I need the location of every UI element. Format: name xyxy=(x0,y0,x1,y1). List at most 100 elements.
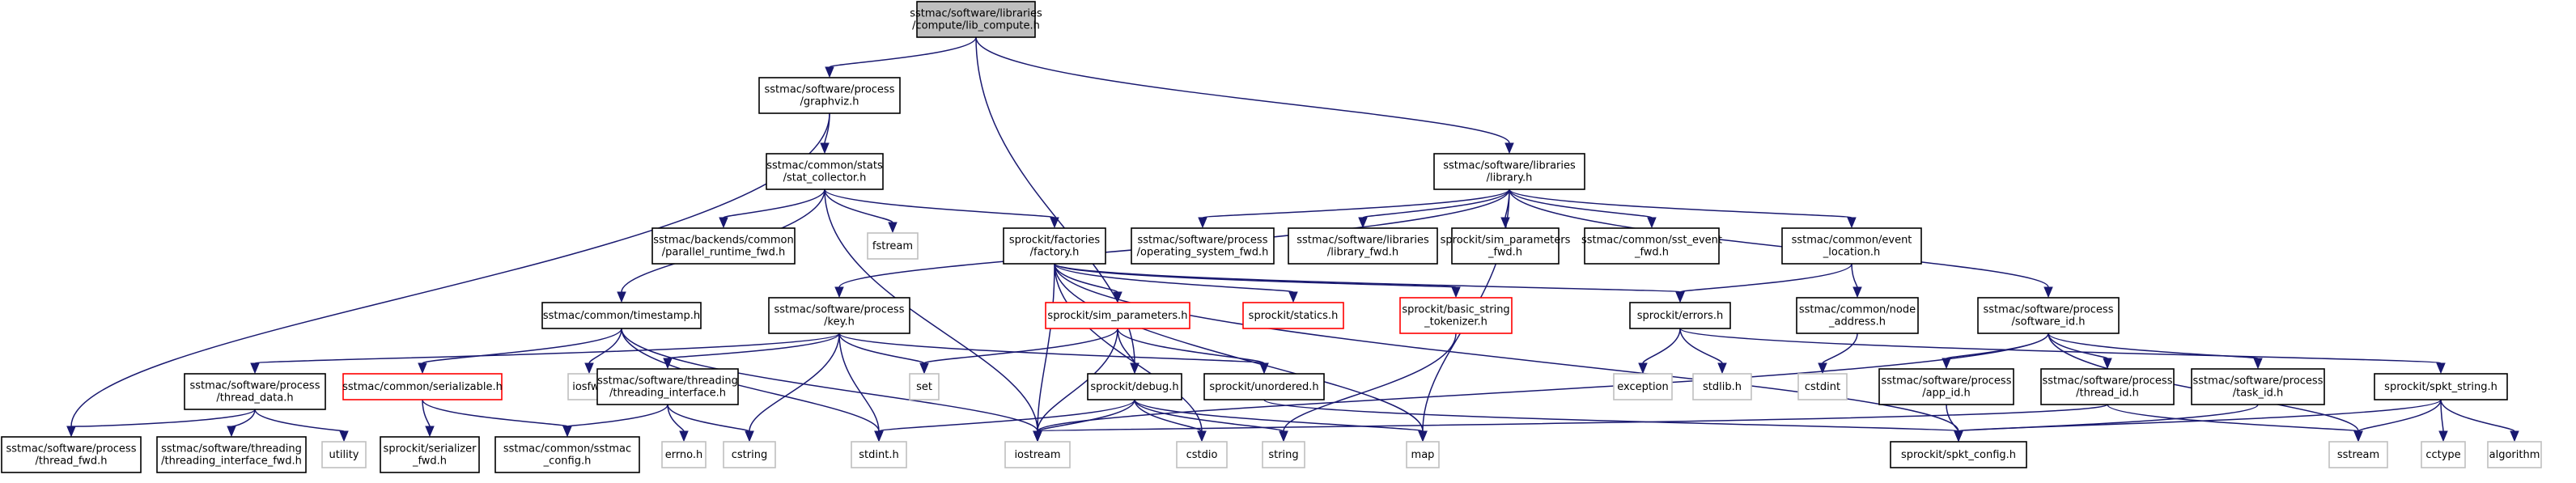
edge-n8-n22 xyxy=(418,328,622,375)
node-errno-h[interactable]: errno.h xyxy=(661,441,707,468)
edge-n34-n47 xyxy=(2353,399,2442,443)
node-box xyxy=(1584,227,1720,265)
node-sstmac-common-serializable-h[interactable]: sstmac/common/serializable.h xyxy=(342,373,503,400)
node-sstmac-common-stats-stat-collector-h[interactable]: sstmac/common/stats/stat_collector.h xyxy=(766,153,884,190)
node-sstmac-software-process-thread-data-h[interactable]: sstmac/software/process/thread_data.h xyxy=(184,373,326,410)
node-box xyxy=(2487,441,2542,468)
node-sstmac-software-process-app-id-h[interactable]: sstmac/software/process/app_id.h xyxy=(1878,368,2014,405)
edge-n26-n45 xyxy=(1134,399,1428,443)
node-box xyxy=(768,297,910,334)
edge-n32-n42 xyxy=(1033,404,2108,443)
node-label-line: errno.h xyxy=(665,449,703,461)
node-box xyxy=(723,441,776,468)
edge-n3-n20 xyxy=(1509,189,2053,299)
node-label-line: _config.h xyxy=(543,455,592,468)
node-sstmac-common-event-location-h[interactable]: sstmac/common/event_location.h xyxy=(1781,227,1922,265)
edges-layer xyxy=(66,36,2519,443)
node-label-line: /compute/lib_compute.h xyxy=(912,20,1040,32)
edge-n24-n39 xyxy=(667,404,689,443)
node-cctype[interactable]: cctype xyxy=(2421,441,2466,468)
edge-n21-n35 xyxy=(227,409,256,438)
node-sstmac-common-sstmac-config-h[interactable]: sstmac/common/sstmac_config.h xyxy=(494,436,640,473)
node-label-line: _fwd.h xyxy=(412,455,447,468)
node-box xyxy=(1003,227,1106,265)
node-sstmac-software-threading-threading-interface-fwd-h[interactable]: sstmac/software/threading/threading_inte… xyxy=(156,436,307,473)
node-sprockit-unordered-h[interactable]: sprockit/unordered.h xyxy=(1203,373,1325,400)
node-box xyxy=(758,77,901,114)
node-label-line: set xyxy=(916,381,932,393)
node-label-line: map xyxy=(1411,449,1435,461)
node-cstdint[interactable]: cstdint xyxy=(1797,373,1848,400)
node-sprockit-basic-string-tokenizer-h[interactable]: sprockit/basic_string_tokenizer.h xyxy=(1399,297,1513,334)
node-sstmac-common-sst-event-fwd-h[interactable]: sstmac/common/sst_event_fwd.h xyxy=(1581,227,1722,265)
edge-n22-n38 xyxy=(422,399,572,438)
node-sprockit-errors-h[interactable]: sprockit/errors.h xyxy=(1629,302,1731,329)
node-sstmac-software-process-software-id-h[interactable]: sstmac/software/process/software_id.h xyxy=(1977,297,2120,334)
node-box xyxy=(916,1,1036,38)
edge-n26-n43 xyxy=(1134,399,1207,443)
node-label-line: sstmac/software/process xyxy=(765,84,895,96)
node-sstmac-software-process-task-id-h[interactable]: sstmac/software/process/task_id.h xyxy=(2191,368,2325,405)
node-sstmac-software-libraries-library-h[interactable]: sstmac/software/libraries/library.h xyxy=(1433,153,1585,190)
node-set[interactable]: set xyxy=(909,373,940,400)
node-label-line: sstmac/software/process xyxy=(6,443,137,455)
edge-n0-n3 xyxy=(975,36,1514,155)
edge-n26-n44 xyxy=(1134,399,1288,443)
node-box xyxy=(651,227,796,265)
node-exception[interactable]: exception xyxy=(1613,373,1673,400)
node-sstmac-software-threading-threading-interface-h[interactable]: sstmac/software/threading/threading_inte… xyxy=(596,368,739,405)
node-string[interactable]: string xyxy=(1262,441,1305,468)
node-box xyxy=(1977,297,2120,334)
node-sprockit-spkt-string-h[interactable]: sprockit/spkt_string.h xyxy=(2374,373,2508,400)
node-map[interactable]: map xyxy=(1406,441,1440,468)
node-sstmac-common-timestamp-h[interactable]: sstmac/common/timestamp.h xyxy=(541,302,702,329)
edge-n21-n36 xyxy=(254,409,349,443)
node-stdint-h[interactable]: stdint.h xyxy=(851,441,907,468)
node-sstmac-software-libraries-library-fwd-h[interactable]: sstmac/software/libraries/library_fwd.h xyxy=(1288,227,1438,265)
node-sstmac-common-node-address-h[interactable]: sstmac/common/node_address.h xyxy=(1796,297,1919,334)
node-label-line: cstdint xyxy=(1805,381,1840,393)
node-sstmac-software-process-thread-fwd-h[interactable]: sstmac/software/process/thread_fwd.h xyxy=(1,436,142,473)
node-label-line: sstmac/software/process xyxy=(190,380,320,392)
node-sprockit-serializer-fwd-h[interactable]: sprockit/serializer_fwd.h xyxy=(380,436,480,473)
node-utility[interactable]: utility xyxy=(321,441,367,468)
node-cstdio[interactable]: cstdio xyxy=(1176,441,1228,468)
node-label-line: sprockit/basic_string xyxy=(1402,304,1509,316)
edge-n20-n33 xyxy=(2048,333,2263,370)
node-sprockit-debug-h[interactable]: sprockit/debug.h xyxy=(1087,373,1182,400)
node-sstmac-software-process-graphviz-h[interactable]: sstmac/software/process/graphviz.h xyxy=(758,77,901,114)
node-label-line: sstmac/software/libraries xyxy=(1443,160,1576,172)
edge-n14-n41 xyxy=(838,333,884,443)
node-label-line: exception xyxy=(1617,381,1669,393)
node-box xyxy=(1,436,142,473)
node-sprockit-spkt-config-h[interactable]: sprockit/spkt_config.h xyxy=(1890,441,2027,468)
node-sstmac-software-libraries-compute-lib-compute-h[interactable]: sstmac/software/libraries/compute/lib_co… xyxy=(910,1,1042,38)
node-sstmac-backends-common-parallel-runtime-fwd-h[interactable]: sstmac/backends/common/parallel_runtime_… xyxy=(651,227,796,265)
node-sprockit-factories-factory-h[interactable]: sprockit/factories/factory.h xyxy=(1003,227,1106,265)
node-label-line: sprockit/errors.h xyxy=(1637,310,1723,322)
node-label-line: _fwd.h xyxy=(1487,247,1522,259)
node-cstring[interactable]: cstring xyxy=(723,441,776,468)
node-iostream[interactable]: iostream xyxy=(1004,441,1071,468)
node-label-line: _tokenizer.h xyxy=(1424,316,1487,328)
node-label-line: /library_fwd.h xyxy=(1327,247,1398,259)
node-box xyxy=(1399,297,1513,334)
node-algorithm[interactable]: algorithm xyxy=(2487,441,2542,468)
node-box xyxy=(1613,373,1673,400)
node-box xyxy=(661,441,707,468)
node-label-line: sprockit/sim_parameters.h xyxy=(1047,310,1187,322)
node-sprockit-sim-parameters-h[interactable]: sprockit/sim_parameters.h xyxy=(1045,302,1190,329)
node-label-line: fstream xyxy=(872,240,913,252)
node-box xyxy=(2328,441,2388,468)
node-sprockit-statics-h[interactable]: sprockit/statics.h xyxy=(1242,302,1344,329)
node-sstmac-software-process-key-h[interactable]: sstmac/software/process/key.h xyxy=(768,297,910,334)
node-label-line: /library.h xyxy=(1487,172,1533,184)
node-sstmac-software-process-thread-id-h[interactable]: sstmac/software/process/thread_id.h xyxy=(2040,368,2175,405)
node-sprockit-sim-parameters-fwd-h[interactable]: sprockit/sim_parameters_fwd.h xyxy=(1441,227,1571,265)
node-label-line: sstmac/software/process xyxy=(1882,375,2012,388)
node-sstmac-software-process-operating-system-fwd-h[interactable]: sstmac/software/process/operating_system… xyxy=(1131,227,1275,265)
edge-n7-n46 xyxy=(1054,263,1963,443)
node-stdlib-h[interactable]: stdlib.h xyxy=(1692,373,1752,400)
node-fstream[interactable]: fstream xyxy=(867,232,919,260)
node-sstream[interactable]: sstream xyxy=(2328,441,2388,468)
